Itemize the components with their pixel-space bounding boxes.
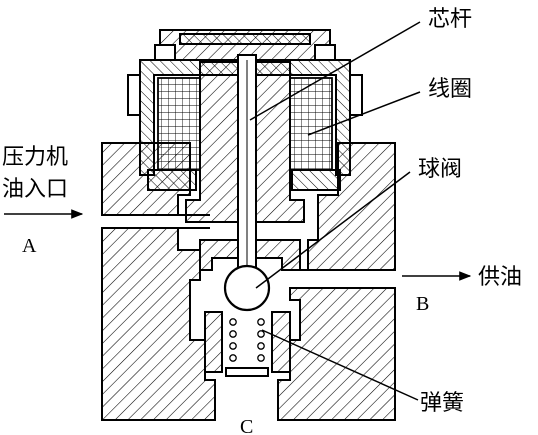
leader-core-rod bbox=[249, 21, 421, 121]
ball-valve bbox=[223, 264, 271, 312]
labels: 芯杆 线圈 球阀 压力机 油入口 A 供油 B 弹簧 C bbox=[2, 7, 522, 435]
spring bbox=[229, 318, 265, 362]
label-outlet: 供油 bbox=[478, 265, 522, 290]
leader-ball-valve bbox=[255, 171, 411, 289]
leader-lines bbox=[249, 21, 421, 401]
label-inlet-line2: 油入口 bbox=[2, 177, 68, 202]
flow-arrows bbox=[4, 209, 472, 281]
top-cap bbox=[154, 29, 336, 61]
label-spring: 弹簧 bbox=[420, 391, 464, 416]
leader-coil bbox=[307, 91, 421, 136]
outlet-channel bbox=[290, 269, 395, 289]
spring-sleeve bbox=[204, 311, 291, 377]
label-port-b: B bbox=[416, 293, 429, 315]
label-ball-valve: 球阀 bbox=[418, 157, 462, 182]
label-inlet-line1: 压力机 bbox=[2, 145, 68, 170]
label-core-rod: 芯杆 bbox=[428, 7, 472, 32]
label-coil: 线圈 bbox=[428, 77, 472, 102]
label-port-c: C bbox=[240, 416, 253, 435]
core-rod bbox=[237, 54, 257, 271]
leader-spring bbox=[261, 329, 419, 401]
label-port-a: A bbox=[22, 235, 37, 257]
valve-body bbox=[101, 142, 396, 421]
